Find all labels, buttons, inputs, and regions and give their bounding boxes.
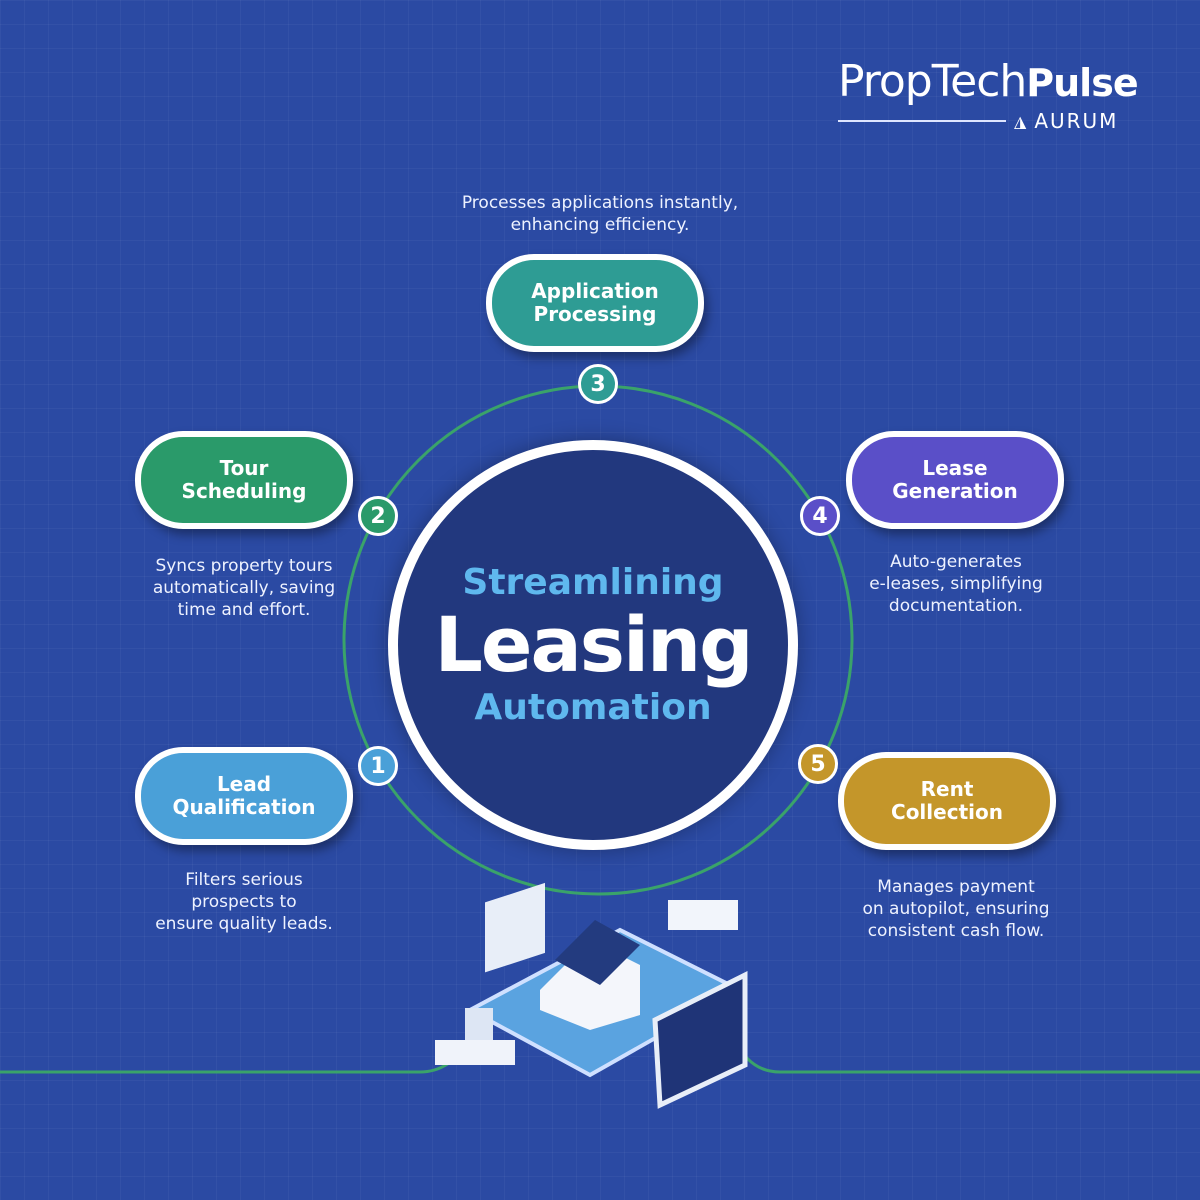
logo-brand-bold: Pulse [1026, 61, 1138, 105]
center-line1: Streamlining [462, 562, 724, 603]
logo-sub: AURUM [1034, 109, 1119, 133]
proptech-pulse-logo: PropTechPulse ◮ AURUM [838, 56, 1148, 133]
step-1-pill: Lead Qualification [135, 747, 353, 845]
step-3-description: Processes applications instantly, enhanc… [461, 193, 739, 235]
center-line3: Automation [474, 687, 712, 728]
step-4-badge: 4 [800, 496, 840, 536]
step-4-description: Auto-generates e-leases, simplifying doc… [869, 552, 1043, 616]
step-5-description: Manages payment on autopilot, ensuring c… [862, 877, 1050, 941]
step-5-badge: 5 [798, 744, 838, 784]
logo-brand: PropTech [838, 56, 1027, 107]
aurum-logo-icon: ◮ [1014, 111, 1027, 131]
center-line2: Leasing [434, 600, 753, 689]
step-2-pill: Tour Scheduling [135, 431, 353, 529]
step-3-pill: Application Processing [486, 254, 704, 352]
step-2-badge: 2 [358, 496, 398, 536]
step-2-description: Syncs property tours automatically, savi… [152, 556, 336, 620]
step-3-badge: 3 [578, 364, 618, 404]
step-1-badge: 1 [358, 746, 398, 786]
house-illustration [435, 882, 748, 1109]
step-4-pill: Lease Generation [846, 431, 1064, 529]
step-1-description: Filters serious prospects to ensure qual… [155, 870, 333, 934]
step-5-pill: Rent Collection [838, 752, 1056, 850]
center-title-circle: Streamlining Leasing Automation [388, 440, 798, 850]
